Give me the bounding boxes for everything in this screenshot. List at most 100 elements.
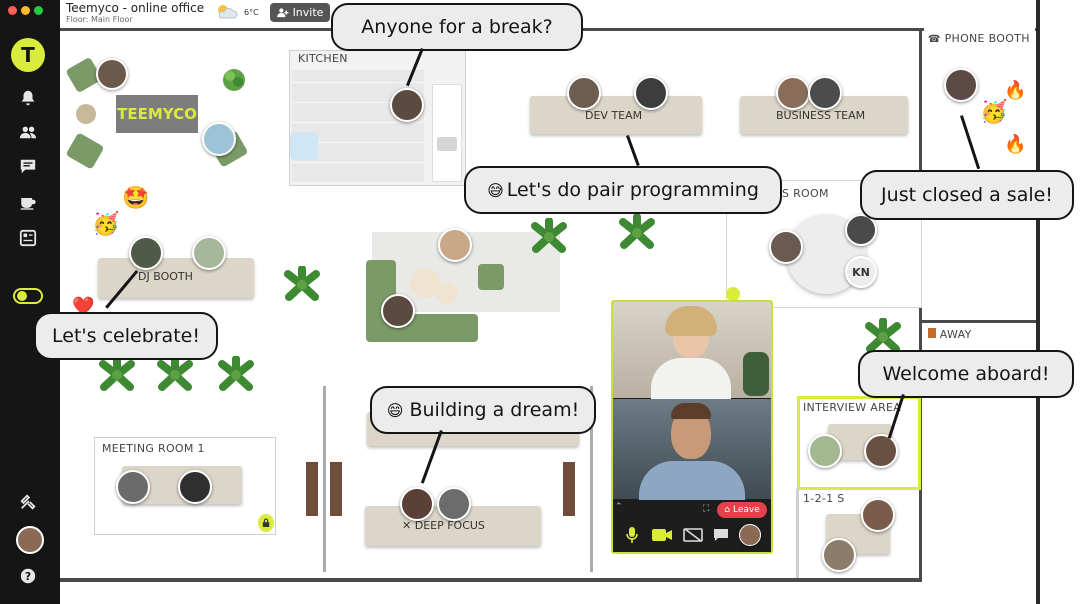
- wall: [1036, 0, 1040, 604]
- plant: [157, 356, 193, 391]
- user-avatar[interactable]: [400, 487, 434, 521]
- user-avatar[interactable]: [944, 68, 978, 102]
- coffee-icon[interactable]: [16, 190, 40, 214]
- user-avatar[interactable]: [822, 538, 856, 572]
- video-tile-participant-2[interactable]: [613, 399, 771, 501]
- participant-shirt: [639, 461, 745, 501]
- plant: [865, 318, 901, 353]
- office-title: Teemyco - online office: [66, 1, 205, 15]
- self-avatar[interactable]: [739, 524, 761, 546]
- screen-share-off-icon[interactable]: [683, 528, 703, 542]
- user-avatar[interactable]: [96, 58, 128, 90]
- interview-area-label: INTERVIEW AREA: [803, 401, 902, 414]
- minimize-window-button[interactable]: [21, 6, 30, 15]
- wall: [922, 320, 1036, 323]
- user-avatar[interactable]: [808, 76, 842, 110]
- participant-hair: [671, 403, 711, 419]
- participant-hair: [665, 306, 717, 336]
- user-avatar[interactable]: [861, 498, 895, 532]
- chevron-up-icon[interactable]: ⌃: [615, 502, 623, 512]
- phone-booth-text: PHONE BOOTH: [944, 32, 1030, 45]
- side-table: [76, 104, 96, 124]
- invite-button[interactable]: Invite: [270, 3, 330, 22]
- user-avatar[interactable]: [634, 76, 668, 110]
- user-avatar[interactable]: [129, 236, 163, 270]
- sidebar: T ?: [0, 0, 60, 604]
- participant-shirt: [651, 358, 731, 400]
- laughing-emoji: 😅: [487, 180, 504, 200]
- speech-bubble-dream: 😄 Building a dream!: [370, 386, 596, 434]
- armchair: [478, 264, 504, 290]
- dream-text: Building a dream!: [409, 399, 580, 421]
- mute-icon: ✕: [402, 519, 412, 532]
- user-avatar[interactable]: [776, 76, 810, 110]
- user-avatar[interactable]: [864, 434, 898, 468]
- heart-emoji: ❤️: [72, 296, 95, 317]
- leave-label: Leave: [732, 505, 760, 515]
- temperature: 6°C: [244, 8, 259, 17]
- bell-icon[interactable]: [16, 86, 40, 110]
- weather-icon: [218, 5, 238, 19]
- user-avatar[interactable]: [116, 470, 150, 504]
- microphone-icon[interactable]: [625, 526, 639, 544]
- user-avatar[interactable]: [438, 228, 472, 262]
- speech-bubble-break: Anyone for a break?: [331, 3, 583, 51]
- kitchen-stove: [437, 137, 457, 151]
- grin-emoji: 😄: [386, 400, 404, 420]
- s-room-label: S ROOM: [782, 187, 829, 200]
- speech-bubble-celebrate: Let's celebrate!: [34, 312, 218, 360]
- speech-bubble-pair: 😅 Let's do pair programming: [464, 166, 782, 214]
- floor-name: Floor: Main Floor: [66, 15, 133, 24]
- chat-icon[interactable]: [713, 528, 729, 542]
- info-badge[interactable]: [726, 287, 740, 301]
- user-avatar[interactable]: [202, 122, 236, 156]
- star-eyes-emoji: 🤩: [122, 186, 150, 211]
- plant: [284, 266, 320, 301]
- speech-bubble-sale: Just closed a sale!: [860, 170, 1074, 220]
- call-controls: ⛶ ⌂ Leave ⌃: [613, 500, 771, 552]
- people-icon[interactable]: [16, 120, 40, 144]
- divider: [590, 386, 593, 572]
- user-avatar[interactable]: [192, 236, 226, 270]
- deep-focus-label: ✕ DEEP FOCUS: [402, 519, 485, 532]
- help-icon[interactable]: ?: [16, 564, 40, 588]
- business-team-label: BUSINESS TEAM: [776, 109, 866, 122]
- teemyco-logo[interactable]: T: [11, 38, 45, 72]
- invite-label: Invite: [292, 6, 324, 19]
- away-label: AWAY: [928, 328, 972, 341]
- user-avatar[interactable]: [808, 434, 842, 468]
- close-window-button[interactable]: [8, 6, 17, 15]
- coffee-table: [436, 282, 458, 304]
- leave-icon: ⌂: [724, 505, 730, 515]
- kitchen-tiles: [292, 70, 424, 182]
- user-avatar[interactable]: [381, 294, 415, 328]
- user-avatar[interactable]: [390, 88, 424, 122]
- toggle-icon[interactable]: [13, 284, 43, 308]
- phone-booth-icon: ☎: [928, 34, 941, 45]
- board-icon[interactable]: [16, 226, 40, 250]
- video-tile-participant-1[interactable]: [613, 302, 771, 400]
- dev-team-desk[interactable]: [530, 96, 702, 134]
- bookshelf: [306, 462, 318, 516]
- profile-avatar[interactable]: [16, 526, 44, 554]
- camera-icon[interactable]: [651, 528, 673, 542]
- kitchen-sink: [290, 132, 318, 160]
- user-avatar[interactable]: [769, 230, 803, 264]
- user-avatar[interactable]: [567, 76, 601, 110]
- meeting-room-label: MEETING ROOM 1: [102, 442, 205, 455]
- fire-emoji: 🔥: [1004, 134, 1027, 155]
- leave-button[interactable]: ⌂ Leave: [717, 502, 767, 518]
- bookshelf: [563, 462, 575, 516]
- user-avatar[interactable]: [178, 470, 212, 504]
- plant: [531, 218, 567, 253]
- fullscreen-icon[interactable]: ⛶: [703, 504, 710, 514]
- maximize-window-button[interactable]: [34, 6, 43, 15]
- party-emoji: 🥳: [92, 212, 120, 237]
- dj-booth-desk[interactable]: [98, 258, 254, 298]
- chat-icon[interactable]: [16, 154, 40, 178]
- user-avatar-initials[interactable]: KN: [845, 256, 877, 288]
- user-avatar[interactable]: [437, 487, 471, 521]
- tools-icon[interactable]: [16, 490, 40, 514]
- lock-icon[interactable]: [258, 514, 274, 532]
